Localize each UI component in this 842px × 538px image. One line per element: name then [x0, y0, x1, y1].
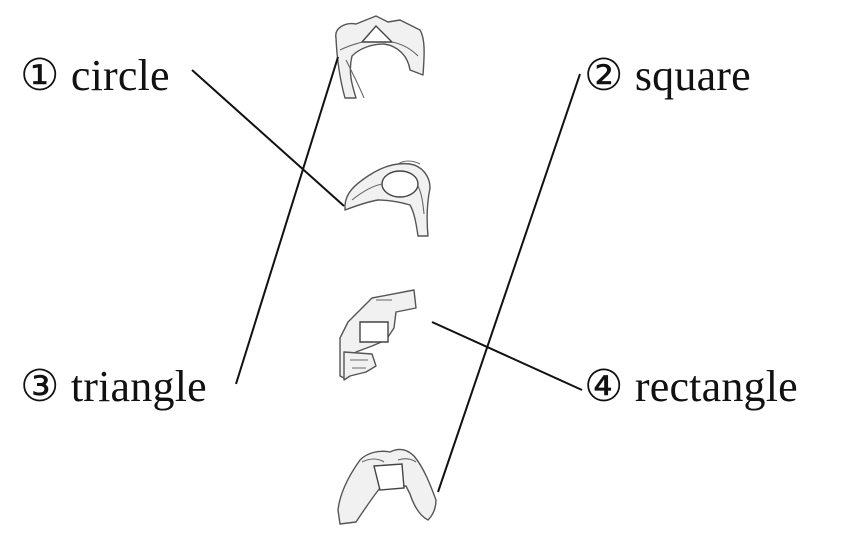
match-line-circle: [192, 70, 344, 206]
hands-rectangle-icon: [340, 290, 416, 380]
hands-triangle-icon: [336, 16, 424, 98]
hands-square-icon: [338, 449, 436, 524]
hands-circle-icon: [345, 161, 430, 236]
match-line-triangle: [236, 57, 338, 384]
match-line-rectangle: [432, 322, 582, 390]
match-line-square: [438, 74, 580, 492]
